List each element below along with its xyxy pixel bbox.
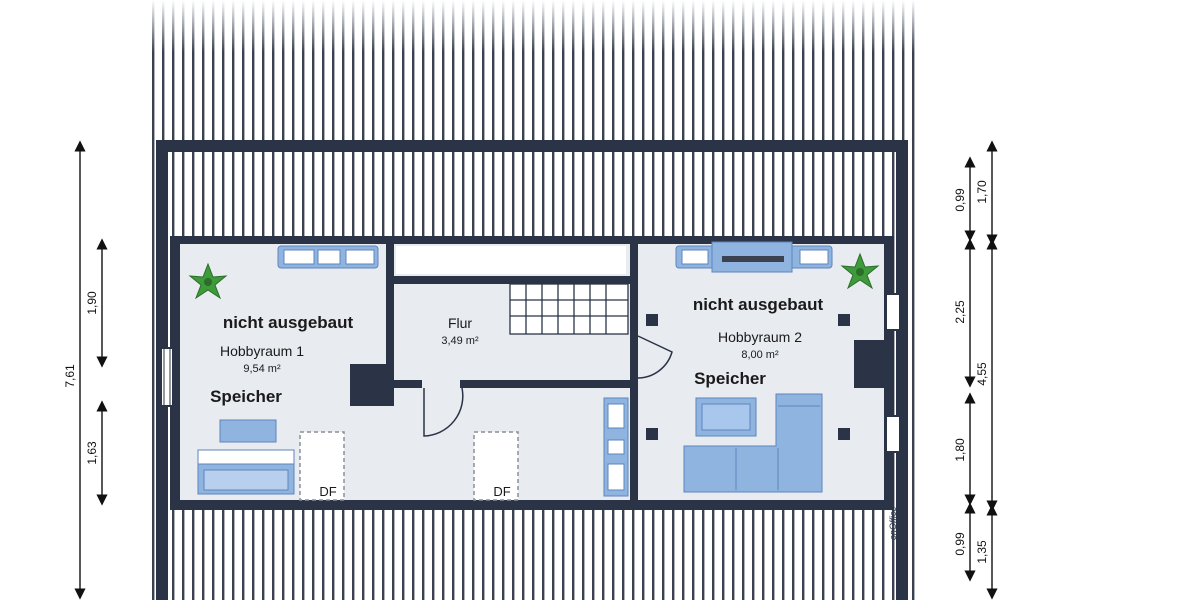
hall-area: 3,49 m² (441, 335, 479, 347)
dim-right-bottom-outer: 1,35 (975, 540, 989, 564)
window-right-upper (885, 293, 901, 331)
left-room-status: nicht ausgebaut (223, 313, 354, 332)
dim-right-top-inner: 0,99 (953, 188, 967, 212)
left-room-storage: Speicher (210, 387, 282, 406)
walls (170, 236, 894, 510)
dimension-lines-left (74, 140, 108, 600)
hall-name: Flur (448, 315, 472, 331)
shelf-vertical (603, 397, 629, 497)
right-room-name: Hobbyraum 2 (718, 329, 802, 345)
dim-right-mid-inner: 2,25 (953, 300, 967, 324)
window-left (160, 347, 174, 407)
staircase (509, 283, 629, 335)
watermark: onOffice (888, 506, 898, 540)
dim-right-bottom-inner: 0,99 (953, 532, 967, 556)
door-hall (423, 335, 673, 437)
right-room-status: nicht ausgebaut (693, 295, 824, 314)
dim-right-mid-outer: 4,55 (975, 362, 989, 386)
dim-left-total: 7,61 (63, 364, 77, 388)
shelf-left-top (277, 245, 379, 269)
skylight-b (473, 431, 519, 501)
plant-icon (188, 262, 228, 300)
left-room-name: Hobbyraum 1 (220, 343, 304, 359)
skylight-label-a: DF (319, 484, 336, 499)
bed-left (197, 449, 295, 495)
sideboard-right (675, 241, 833, 273)
window-right-lower (885, 415, 901, 453)
sofa-corner (683, 393, 823, 493)
posts (646, 314, 850, 440)
desk-left (219, 419, 277, 443)
right-room-storage: Speicher (694, 369, 766, 388)
roof-fade (146, 0, 916, 150)
dim-left-lower: 1,63 (85, 441, 99, 465)
dimension-lines-right (964, 140, 998, 600)
dim-right-low-inner: 1,80 (953, 438, 967, 462)
left-room-area: 9,54 m² (243, 363, 281, 375)
plant-icon (840, 252, 880, 290)
dim-right-top-outer: 1,70 (975, 180, 989, 204)
skylight-a (299, 431, 345, 501)
dim-left-upper: 1,90 (85, 291, 99, 315)
right-room-area: 8,00 m² (741, 349, 779, 361)
skylight-label-b: DF (493, 484, 510, 499)
